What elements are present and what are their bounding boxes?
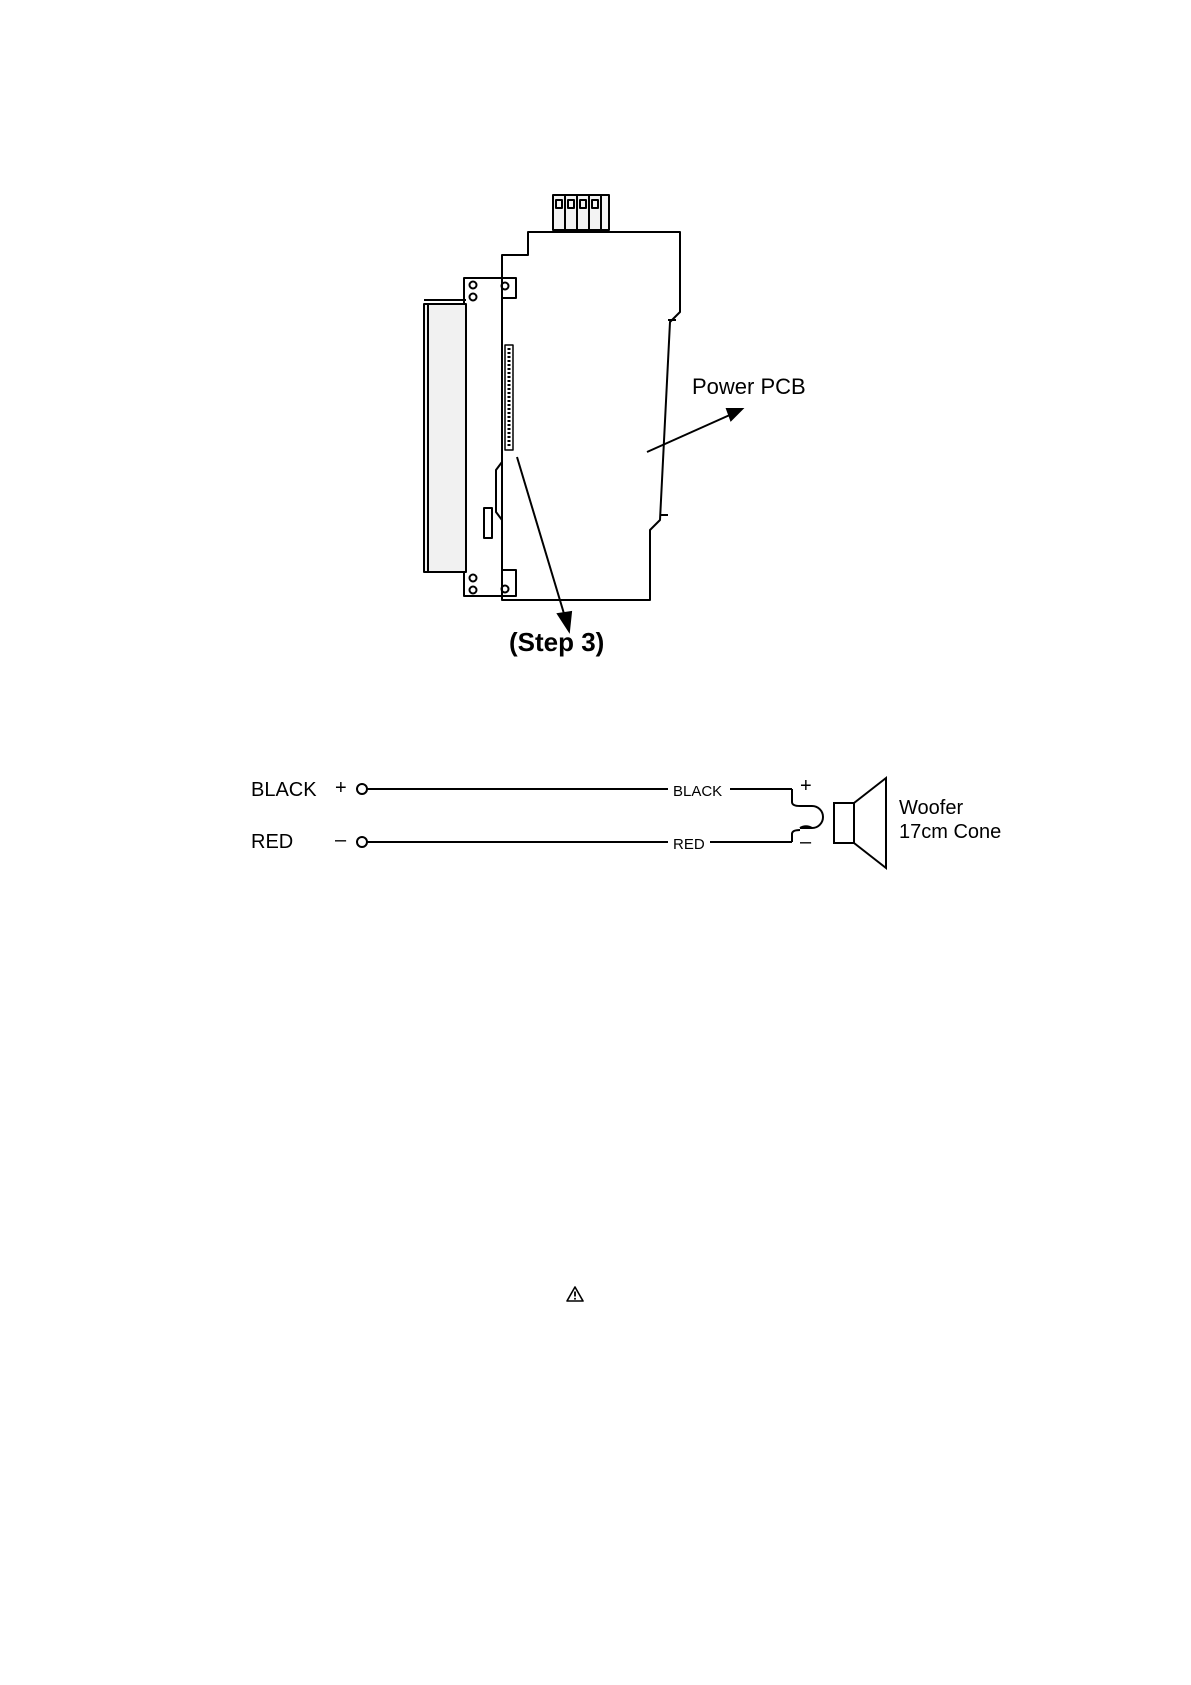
speaker-cone [854, 778, 886, 868]
caution-triangle-icon [566, 1286, 584, 1302]
terminal-minus [357, 837, 367, 847]
wire-top-label: BLACK [670, 784, 725, 799]
minus-sign-left: – [335, 830, 346, 850]
speaker-minus-sign: – [800, 832, 811, 852]
speaker-magnet [834, 803, 854, 843]
wire-bottom-label: RED [670, 837, 708, 852]
terminal-minus-label: RED [251, 832, 293, 852]
terminal-plus-label: BLACK [251, 780, 317, 800]
speaker-name-line1: Woofer [899, 798, 963, 818]
plus-sign-left: + [335, 778, 347, 798]
speaker-name-line2: 17cm Cone [899, 822, 1001, 842]
speaker-plus-sign: + [800, 776, 812, 796]
terminal-plus [357, 784, 367, 794]
